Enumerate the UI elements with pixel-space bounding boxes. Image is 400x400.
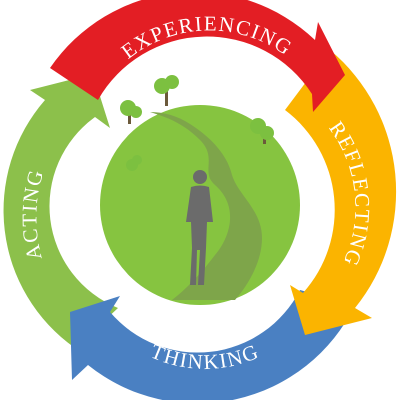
walking-figure <box>186 170 213 285</box>
thinking-arrow <box>70 290 355 400</box>
winding-path <box>150 112 262 300</box>
experiencing-arrow <box>50 0 345 112</box>
tree-right <box>250 118 274 144</box>
bush-left <box>126 155 142 171</box>
tree-left <box>120 100 142 124</box>
reflecting-arrow <box>285 50 397 335</box>
acting-arrow <box>3 74 118 348</box>
tree-center <box>154 75 179 106</box>
